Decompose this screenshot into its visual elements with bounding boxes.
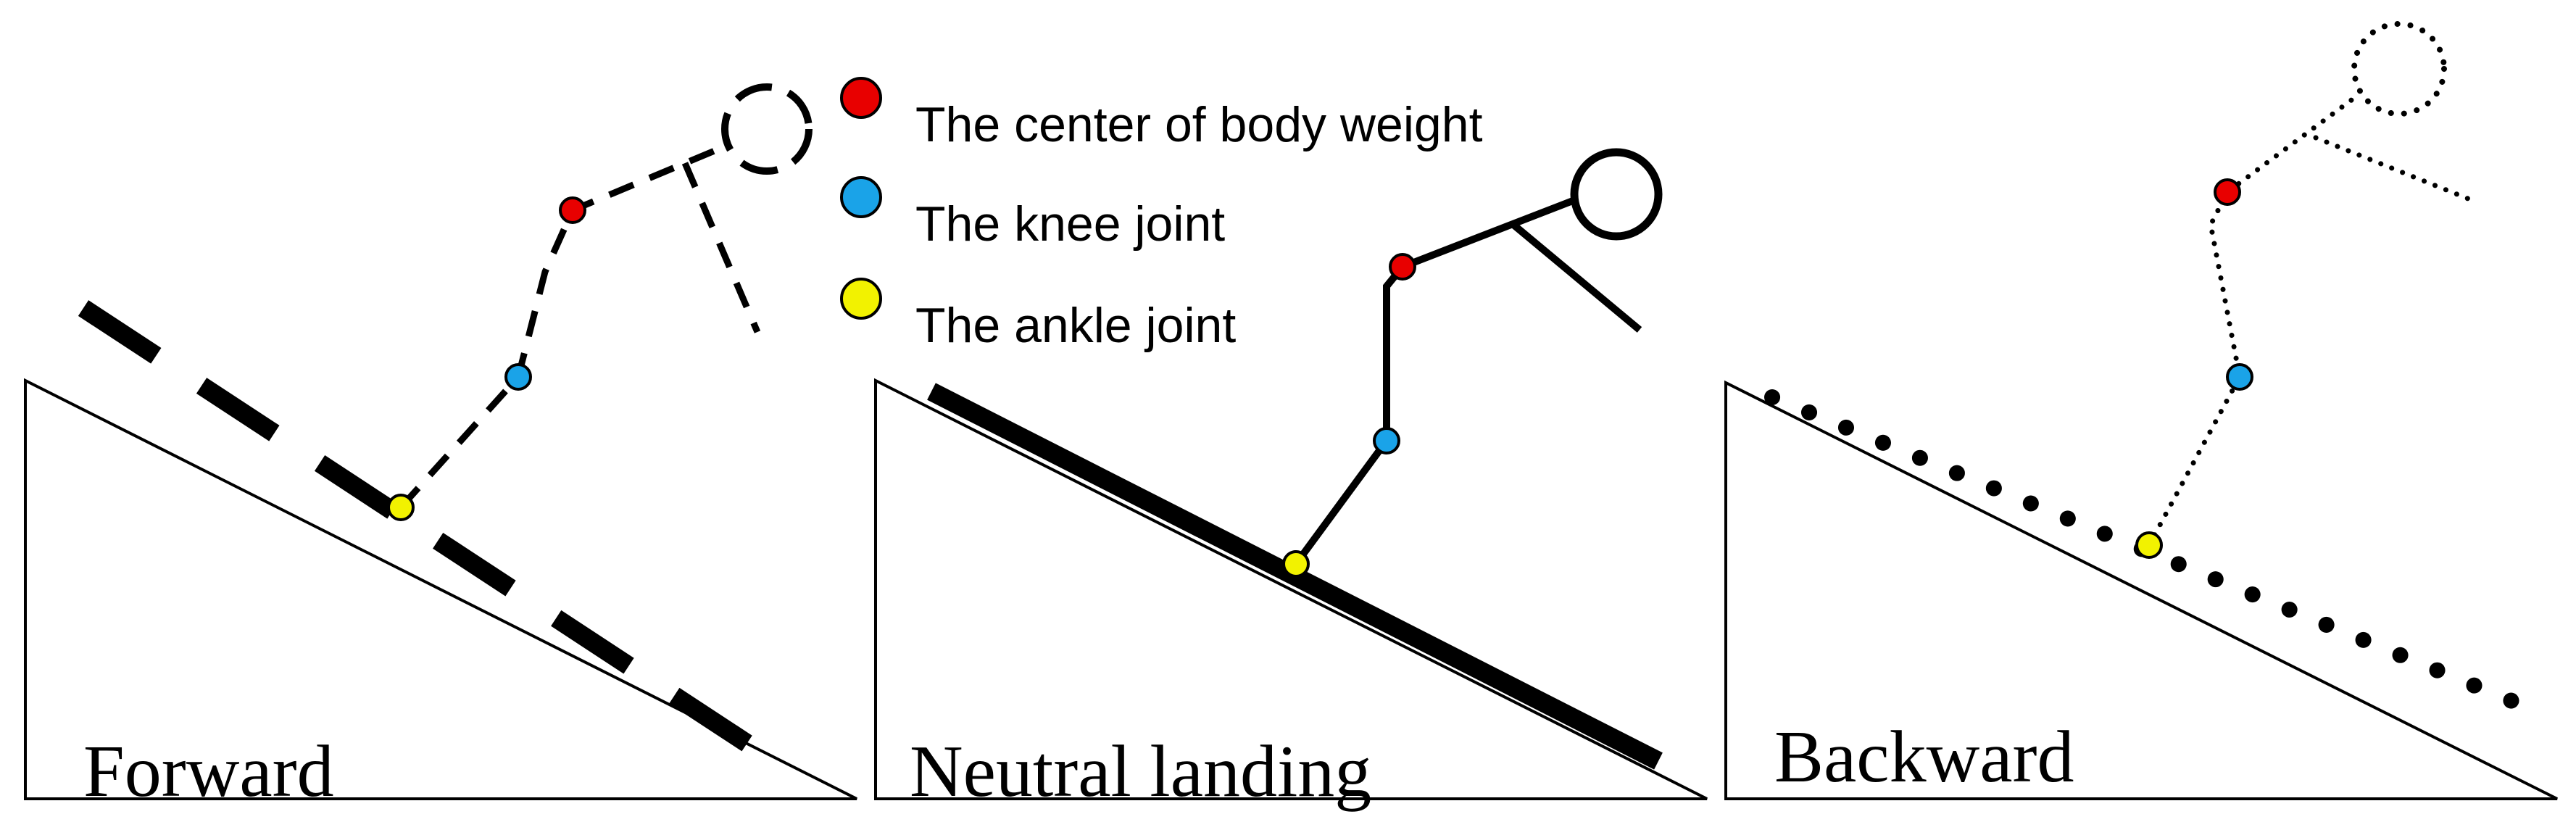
slope-triangle-neutral <box>874 378 1708 800</box>
cog-marker-neutral <box>1389 253 1416 281</box>
knee-marker-backward <box>2226 363 2253 391</box>
body-forward <box>398 141 730 510</box>
legend: The center of body weight The knee joint… <box>840 77 1483 353</box>
knee-marker-forward <box>504 363 532 391</box>
slope-triangle-backward <box>1724 380 2558 800</box>
ski-backward <box>1764 389 2534 715</box>
body-backward <box>2146 91 2362 548</box>
ankle-marker-backward <box>2135 531 2163 559</box>
head-backward <box>2351 21 2447 117</box>
panel-label-neutral: Neutral landing <box>910 731 1371 813</box>
legend-label-knee: The knee joint <box>915 196 1225 252</box>
head-forward <box>721 83 813 175</box>
ankle-marker-neutral <box>1282 550 1310 578</box>
arm-forward <box>681 162 761 333</box>
legend-item-knee: The knee joint <box>840 176 1225 252</box>
legend-swatch-cog <box>840 77 882 119</box>
cog-marker-backward <box>2214 178 2241 206</box>
arm-neutral <box>1511 222 1642 333</box>
cog-marker-forward <box>559 196 586 224</box>
panel-label-backward: Backward <box>1774 716 2074 798</box>
legend-item-cog: The center of body weight <box>840 77 1483 152</box>
knee-marker-neutral <box>1373 427 1400 454</box>
body-neutral <box>1292 196 1578 566</box>
legend-label-ankle: The ankle joint <box>915 298 1236 353</box>
slope-triangle-forward <box>24 378 857 800</box>
legend-swatch-knee <box>840 176 882 218</box>
legend-item-ankle: The ankle joint <box>840 278 1236 353</box>
panel-neutral: Neutral landing <box>874 148 1708 813</box>
legend-label-cog: The center of body weight <box>915 97 1483 152</box>
ski-forward <box>78 300 763 758</box>
ankle-marker-forward <box>387 494 415 521</box>
panel-label-forward: Forward <box>83 731 334 813</box>
head-neutral <box>1570 148 1663 241</box>
legend-swatch-ankle <box>840 278 882 320</box>
arm-backward <box>2313 135 2478 204</box>
panel-backward: Backward <box>1724 21 2558 800</box>
panel-forward: Forward <box>24 83 857 813</box>
